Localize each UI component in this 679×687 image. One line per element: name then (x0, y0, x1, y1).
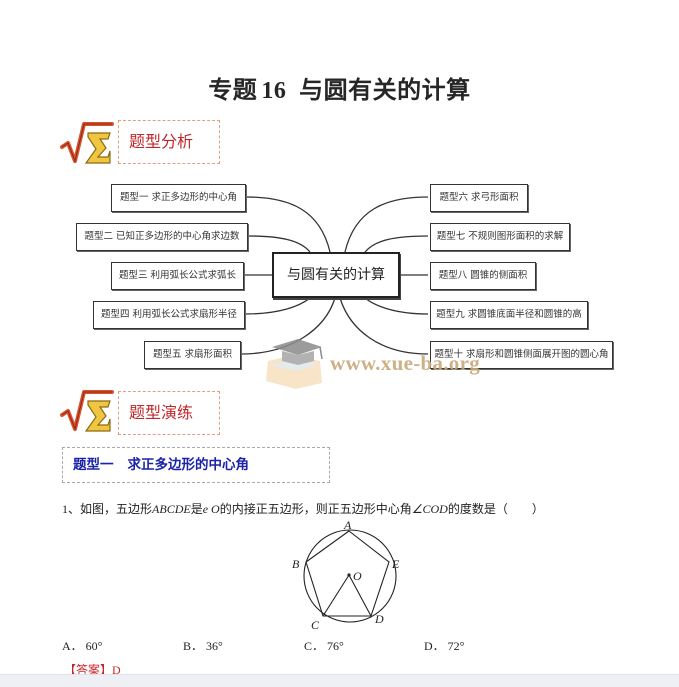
watermark-text: www.xue-ba.org (330, 351, 481, 375)
mindmap-node-type-10: 题型十 求扇形和圆锥侧面展开图的圆心角 (430, 341, 613, 369)
option-value: 36° (206, 639, 223, 653)
option-key: A． (62, 639, 83, 653)
section-header-analysis: 题型分析 (118, 120, 220, 164)
node-label: 题型一 求正多边形的中心角 (119, 192, 238, 203)
viewer-bottom-bar (0, 674, 679, 687)
node-label: 题型七 不规则图形面积的求解 (436, 231, 564, 242)
node-label: 题型九 求圆锥底面半径和圆锥的高 (436, 309, 582, 320)
sqrt-sigma-icon (60, 390, 114, 432)
vertex-label-e: E (391, 557, 400, 571)
question-part: 的度数是（ ） (447, 502, 544, 516)
option-d[interactable]: D． 72° (424, 637, 464, 654)
node-label: 题型二 已知正多边形的中心角求边数 (84, 231, 240, 242)
node-label: 题型三 利用弧长公式求弧长 (118, 270, 237, 281)
option-b[interactable]: B． 36° (183, 637, 223, 654)
type-heading-title: 求正多边形的中心角 (127, 457, 250, 473)
section-analysis-label: 题型分析 (129, 132, 194, 151)
mindmap-node-type-6: 题型六 求弓形面积 (430, 184, 528, 212)
question-circle: e O (202, 502, 220, 516)
pentagon-in-circle-figure: A B C D E O (292, 518, 400, 632)
mindmap-node-type-1: 题型一 求正多边形的中心角 (111, 184, 246, 212)
option-key: D． (424, 639, 445, 653)
mindmap-node-type-9: 题型九 求圆锥底面半径和圆锥的高 (430, 301, 588, 329)
option-c[interactable]: C． 76° (304, 637, 344, 654)
node-label: 题型六 求弓形面积 (439, 192, 519, 203)
question-shape: ABCDE (152, 502, 191, 516)
option-a[interactable]: A． 60° (62, 637, 102, 654)
option-key: C． (304, 639, 325, 653)
title-prefix: 专题 (208, 76, 258, 104)
center-label-o: O (353, 569, 362, 583)
mindmap-node-type-5: 题型五 求扇形面积 (144, 341, 241, 369)
mindmap-node-type-2: 题型二 已知正多边形的中心角求边数 (76, 223, 248, 251)
graduation-cap-watermark-icon (266, 339, 323, 389)
vertex-label-a: A (343, 518, 352, 532)
question-part: 的内接正五边形，则正五边形中心角 (219, 502, 412, 516)
mindmap-node-type-3: 题型三 利用弧长公式求弧长 (111, 262, 244, 290)
question-part: 是 (190, 502, 203, 516)
node-label: 题型十 求扇形和圆锥侧面展开图的圆心角 (434, 349, 609, 360)
question-text: 1、如图，五边形ABCDE是e O的内接正五边形，则正五边形中心角∠COD的度数… (62, 500, 544, 517)
question-angle: ∠COD (411, 502, 448, 516)
option-value: 76° (327, 639, 344, 653)
node-label: 题型八 圆锥的侧面积 (438, 270, 528, 281)
section-practice-label: 题型演练 (129, 403, 194, 422)
vertex-label-b: B (292, 557, 300, 571)
option-value: 72° (447, 639, 465, 653)
vertex-label-d: D (374, 612, 384, 626)
option-value: 60° (85, 639, 103, 653)
section-header-practice: 题型演练 (118, 391, 220, 435)
answer-label: 【答案】 (64, 663, 113, 677)
answer-value: D (112, 663, 121, 677)
title-text: 与圆有关的计算 (299, 76, 471, 104)
center-label: 与圆有关的计算 (287, 267, 385, 283)
mindmap-node-type-4: 题型四 利用弧长公式求扇形半径 (93, 301, 245, 329)
mindmap-center-node: 与圆有关的计算 (272, 252, 400, 298)
option-key: B． (183, 639, 204, 653)
question-number: 1、 (62, 502, 81, 516)
title-number: 16 (261, 78, 287, 104)
sqrt-sigma-icon (60, 122, 114, 164)
answer-line: 【答案】D (64, 661, 121, 678)
type-heading-label: 题型一 (73, 457, 114, 473)
question-part: 如图，五边形 (80, 502, 153, 516)
vertex-label-c: C (311, 618, 320, 632)
type-heading: 题型一求正多边形的中心角 (62, 447, 330, 483)
node-label: 题型五 求扇形面积 (152, 349, 233, 360)
node-label: 题型四 利用弧长公式求扇形半径 (100, 309, 238, 320)
mindmap-node-type-7: 题型七 不规则图形面积的求解 (430, 223, 570, 251)
mindmap-node-type-8: 题型八 圆锥的侧面积 (430, 262, 536, 290)
